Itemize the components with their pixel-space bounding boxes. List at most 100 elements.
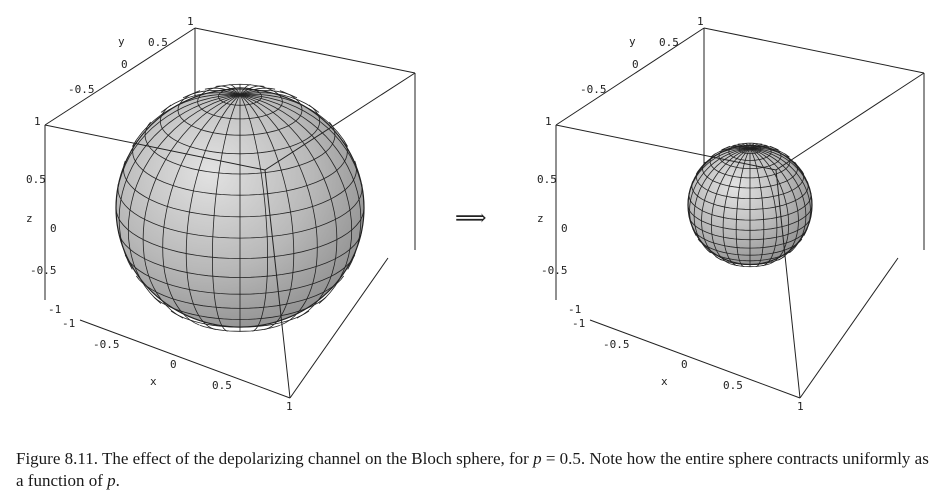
right-sphere-longitude-line	[735, 148, 751, 267]
left-sphere-longitude-line	[239, 94, 362, 270]
left-bloch-plot: 1 y 0.5 0 -0.5 1 0.5 z 0 -0.5 -1 -1 -0.5…	[26, 15, 416, 413]
left-sphere-longitude-line	[239, 94, 338, 319]
right-sphere-longitude-line	[737, 143, 751, 149]
left-ytick-0: 0	[121, 58, 128, 71]
left-sphere-longitude-line	[239, 87, 276, 96]
right-sphere-longitude-line	[687, 148, 751, 206]
right-sphere-longitude-line	[749, 148, 799, 261]
right-ytick-0: 0	[632, 58, 639, 71]
right-xtick-1: 1	[797, 400, 804, 413]
left-sphere-longitude-line	[239, 94, 318, 326]
left-sphere-longitude-line	[185, 94, 241, 330]
right-sphere-longitude-line	[732, 144, 751, 149]
left-ytick-0.5: 0.5	[148, 36, 168, 49]
right-xtick--1: -1	[572, 317, 585, 330]
right-z-label: z	[537, 212, 544, 225]
left-ytick-top: 1	[187, 15, 194, 28]
left-sphere-longitude-line	[160, 92, 241, 113]
right-xtick-0.5: 0.5	[723, 379, 743, 392]
caption-p-symbol: p	[533, 449, 542, 468]
caption-part2: = 0.5. Note how the entire sphere contra…	[16, 449, 929, 490]
right-sphere-longitude-line	[749, 143, 763, 149]
left-y-label: y	[118, 35, 125, 48]
left-ztick--1: -1	[48, 303, 61, 316]
left-sphere-longitude-line	[239, 90, 298, 99]
right-xtick--0.5: -0.5	[603, 338, 630, 351]
right-ytick-0.5: 0.5	[659, 36, 679, 49]
right-box-front	[555, 72, 925, 399]
left-sphere-longitude-line	[142, 94, 241, 319]
left-xtick-0: 0	[170, 358, 177, 371]
left-sphere	[115, 83, 365, 332]
right-sphere-longitude-line	[710, 148, 751, 264]
right-ztick--1: -1	[568, 303, 581, 316]
caption-part1: Figure 8.11. The effect of the depolariz…	[16, 449, 534, 468]
right-sphere-longitude-line	[695, 147, 751, 175]
right-ytick-top: 1	[697, 15, 704, 28]
right-sphere-longitude-line	[710, 147, 751, 158]
left-sphere-longitude-line	[182, 90, 241, 99]
right-sphere-longitude-line	[749, 148, 790, 264]
implies-arrow: ⟹	[455, 206, 487, 231]
left-ztick-0.5: 0.5	[26, 173, 46, 186]
right-sphere-longitude-line	[689, 148, 751, 236]
right-sphere-longitude-line	[749, 148, 811, 236]
right-sphere-longitude-line	[749, 148, 778, 267]
right-ztick--0.5: -0.5	[541, 264, 568, 277]
left-sphere-longitude-line	[211, 94, 241, 332]
left-sphere-longitude-line	[239, 85, 265, 96]
right-ytick--0.5: -0.5	[580, 83, 607, 96]
right-sphere-longitude-line	[749, 147, 805, 175]
left-box-front	[44, 72, 416, 399]
right-sphere-longitude-line	[749, 148, 765, 267]
caption-part3: .	[115, 471, 120, 490]
left-sphere-longitude-line	[239, 92, 320, 113]
left-sphere-longitude-line	[239, 94, 295, 330]
left-sphere-longitude-line	[204, 87, 241, 96]
left-xtick-1: 1	[286, 400, 293, 413]
left-x-label: x	[150, 375, 157, 388]
right-ztick-0: 0	[561, 222, 568, 235]
right-ztick-1: 1	[545, 115, 552, 128]
left-ztick--0.5: -0.5	[30, 264, 57, 277]
right-sphere-longitude-line	[749, 145, 779, 151]
figure-caption: Figure 8.11. The effect of the depolariz…	[16, 448, 936, 492]
left-sphere-longitude-line	[215, 85, 241, 96]
right-sphere-longitude-line	[744, 142, 751, 149]
right-sphere-longitude-line	[701, 148, 751, 261]
right-sphere-longitude-line	[693, 148, 751, 254]
right-sphere	[687, 142, 813, 268]
caption-p-symbol-2: p	[107, 471, 116, 490]
right-sphere-longitude-line	[749, 147, 790, 158]
right-sphere-longitude-line	[749, 144, 768, 149]
left-sphere-longitude-line	[115, 94, 241, 209]
left-xtick-0.5: 0.5	[212, 379, 232, 392]
left-xtick--0.5: -0.5	[93, 338, 120, 351]
right-bloch-plot: 1 y 0.5 0 -0.5 1 0.5 z 0 -0.5 -1 -1 -0.5…	[537, 15, 925, 413]
right-ztick-0.5: 0.5	[537, 173, 557, 186]
left-axis-labels: 1 y 0.5 0 -0.5 1 0.5 z 0 -0.5 -1 -1 -0.5…	[26, 15, 293, 413]
right-sphere-longitude-line	[721, 145, 751, 151]
right-sphere-longitude-line	[722, 148, 751, 267]
right-xtick-0: 0	[681, 358, 688, 371]
right-axis-labels: 1 y 0.5 0 -0.5 1 0.5 z 0 -0.5 -1 -1 -0.5…	[537, 15, 804, 413]
left-xtick--1: -1	[62, 317, 75, 330]
right-y-label: y	[629, 35, 636, 48]
left-sphere-longitude-line	[229, 84, 241, 96]
left-sphere-latitude-line	[123, 160, 357, 218]
left-sphere-longitude-line	[239, 93, 349, 147]
bloch-figure: 1 y 0.5 0 -0.5 1 0.5 z 0 -0.5 -1 -1 -0.5…	[26, 15, 925, 413]
right-sphere-longitude-line	[749, 148, 807, 254]
left-ytick--0.5: -0.5	[68, 83, 95, 96]
right-sphere-longitude-line	[749, 142, 756, 149]
left-sphere-longitude-line	[162, 94, 241, 326]
left-sphere-longitude-line	[239, 94, 365, 209]
left-sphere-longitude-line	[239, 84, 251, 96]
left-ztick-1: 1	[34, 115, 41, 128]
left-sphere-longitude-line	[131, 93, 241, 147]
left-sphere-longitude-line	[239, 94, 353, 304]
left-sphere-longitude-line	[127, 94, 241, 304]
left-z-label: z	[26, 212, 33, 225]
right-x-label: x	[661, 375, 668, 388]
left-sphere-longitude-line	[239, 94, 269, 332]
